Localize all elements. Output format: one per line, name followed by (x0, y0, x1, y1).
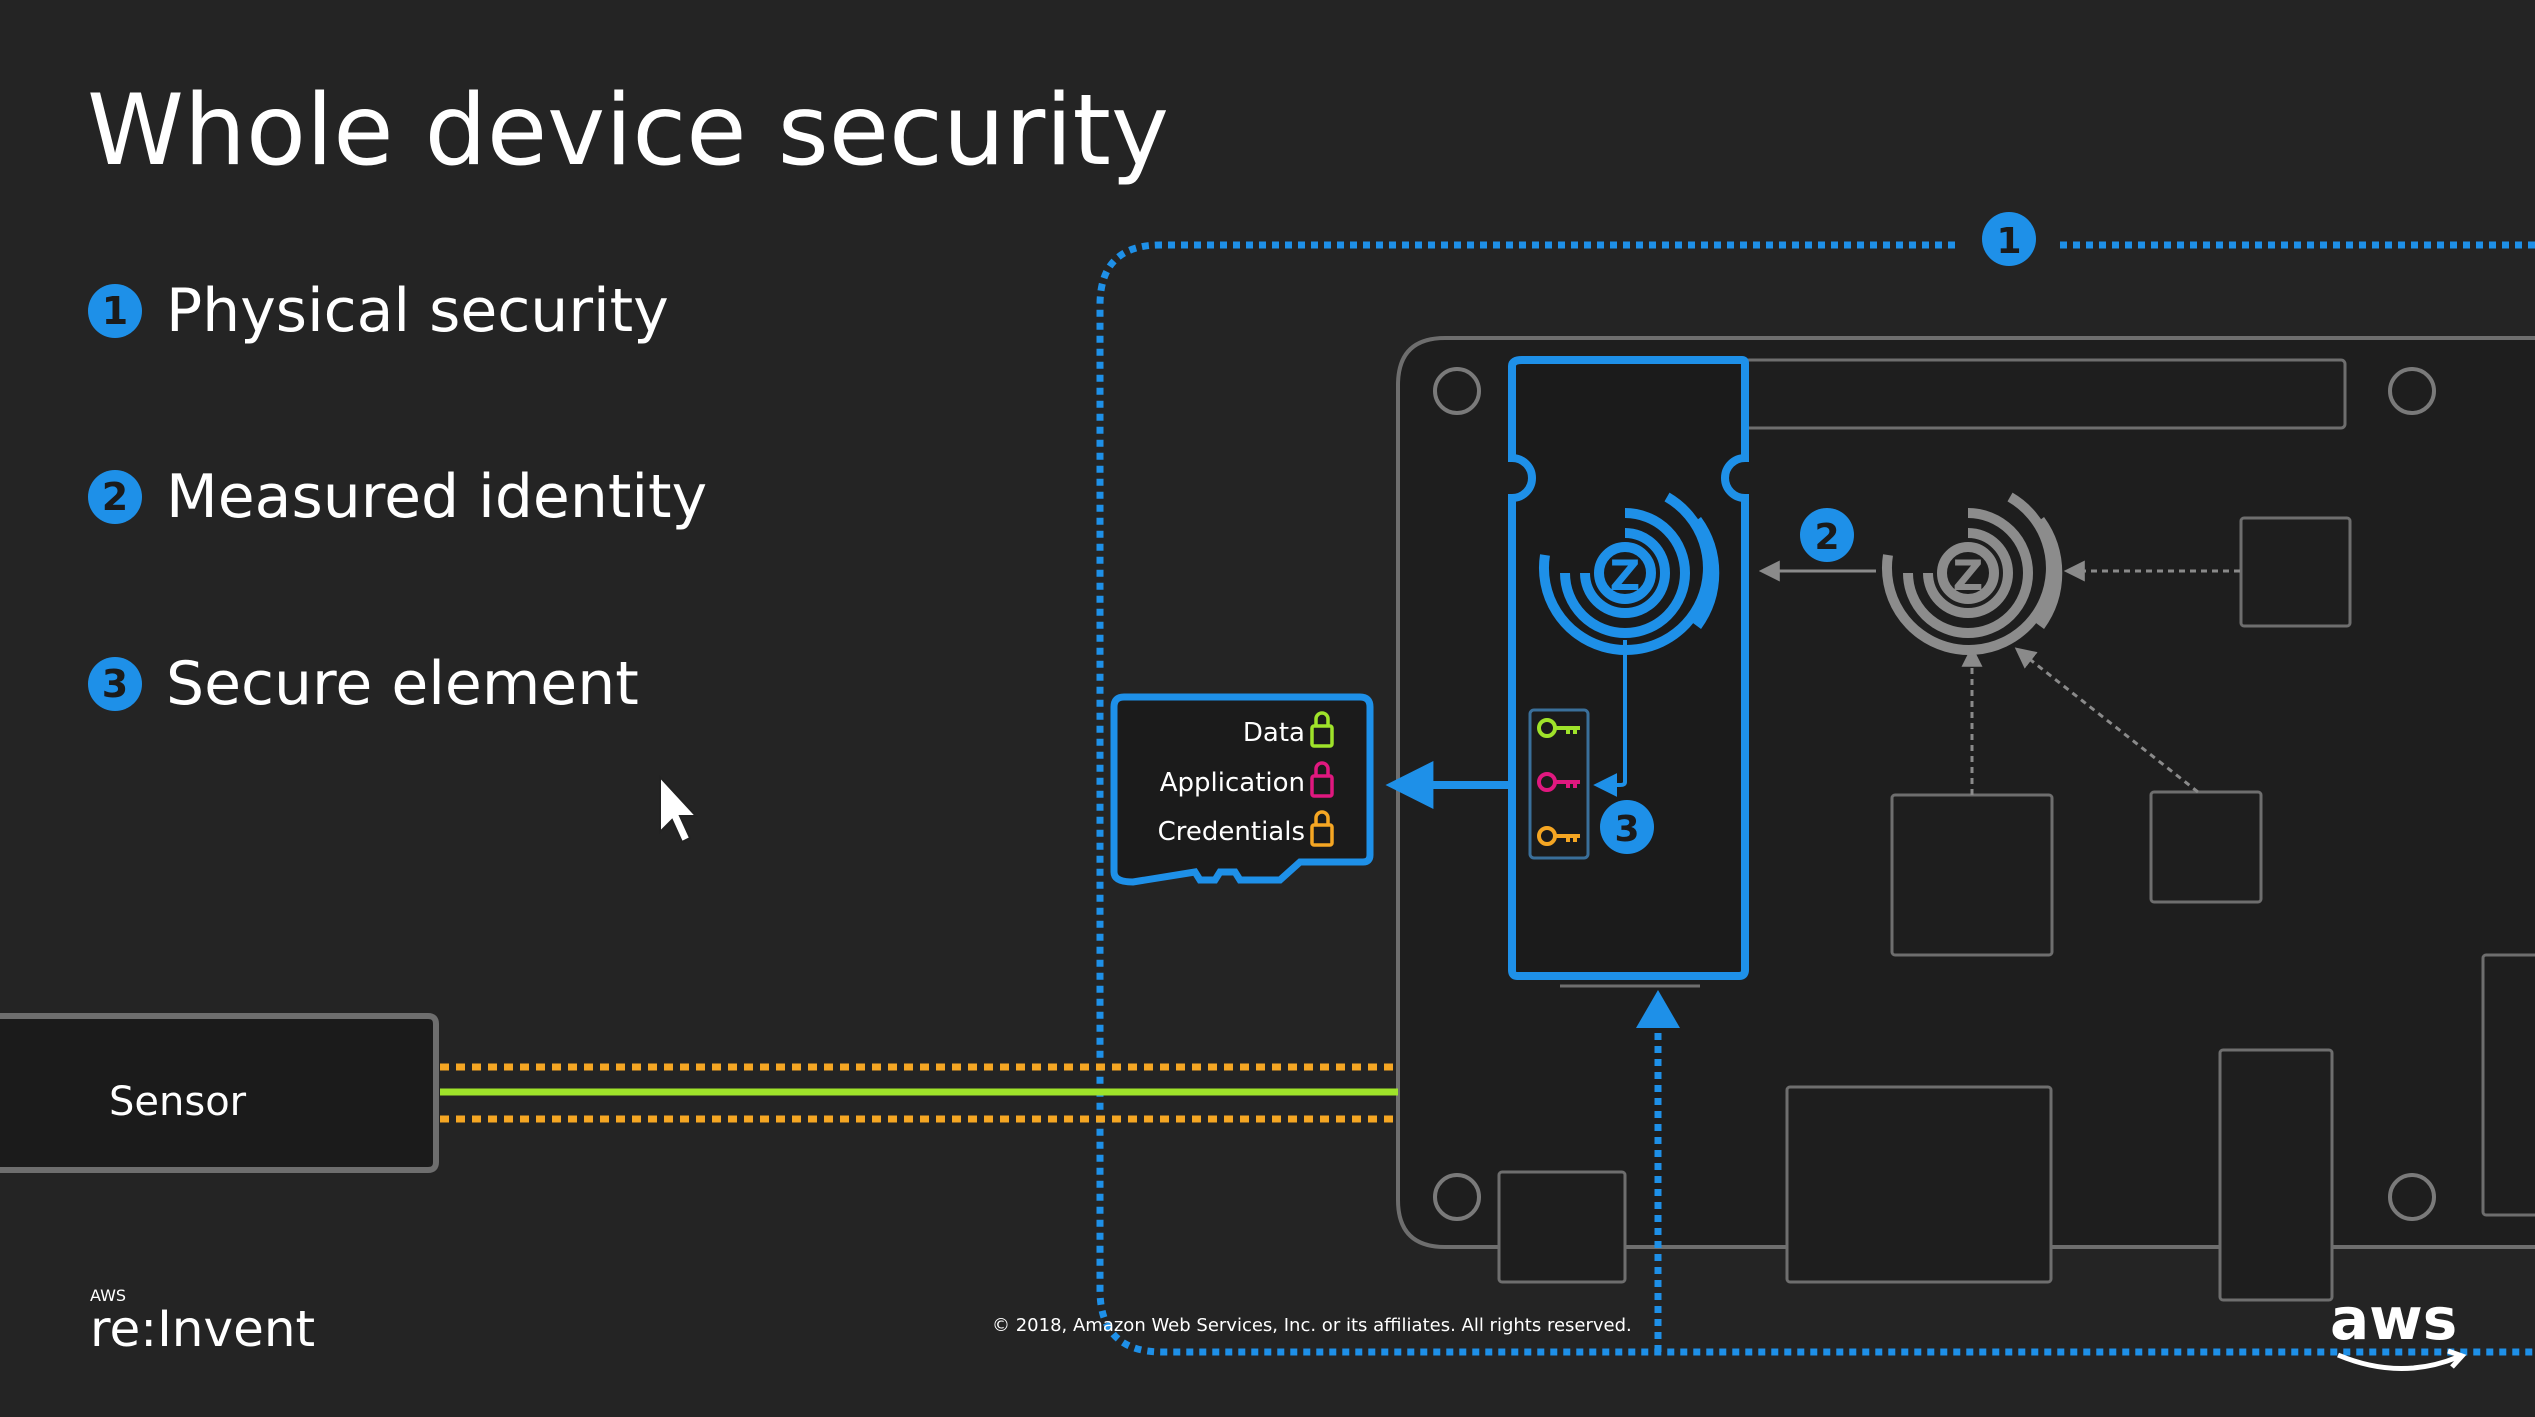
memory-item-application: Application (1160, 768, 1305, 798)
bullet-number: 3 (88, 657, 142, 711)
board-chip (1497, 1170, 1627, 1284)
svg-text:3: 3 (1614, 809, 1639, 850)
credentials-lock-icon (1310, 810, 1334, 847)
slide-title: Whole device security (87, 74, 1169, 188)
credentials-key-icon (1537, 826, 1580, 846)
memory-item-data: Data (1243, 718, 1305, 748)
bullet-label: Measured identity (166, 462, 708, 532)
board-chip (2239, 516, 2352, 628)
mouse-cursor-icon (659, 774, 699, 844)
application-key-icon (1537, 772, 1580, 792)
memory-item-credentials: Credentials (1158, 817, 1305, 847)
bullet-number: 1 (88, 284, 142, 338)
board-chip (1785, 1085, 2053, 1284)
reinvent-logo: AWS re:Invent (90, 1286, 315, 1355)
bullet-label: Secure element (166, 649, 639, 719)
callout-1: 1 (1982, 212, 2036, 266)
board-connector (2218, 1048, 2334, 1302)
sensor-box (0, 1013, 439, 1173)
svg-text:Z: Z (1610, 551, 1640, 600)
aws-logo: aws (2330, 1285, 2467, 1371)
callout-2: 2 (1800, 508, 1854, 562)
board-chip (2149, 790, 2263, 904)
measured-identity-fingerprint-icon: Z (1881, 492, 2063, 655)
reinvent-logo-small: AWS (90, 1286, 127, 1305)
sensor-label: Sensor (109, 1079, 247, 1125)
fingerprint-to-key-link (1593, 640, 1627, 797)
physical-boundary (1096, 241, 2535, 1356)
secure-element-arrowhead (1636, 990, 1680, 1028)
data-key-icon (1537, 718, 1580, 738)
memory-card (1110, 693, 1374, 886)
mounting-hole (1433, 367, 1481, 415)
reinvent-logo-large: re:Invent (90, 1300, 316, 1358)
svg-text:1: 1 (1996, 221, 2021, 262)
key-panel (1528, 708, 1590, 860)
svg-text:Z: Z (1953, 551, 1983, 600)
measure-arrow (2014, 647, 2199, 794)
application-lock-icon (1310, 761, 1334, 798)
bullet-physical-security: 1 Physical security (88, 276, 669, 346)
board-connector (2481, 953, 2535, 1217)
mounting-hole (2388, 367, 2436, 415)
bullet-number: 2 (88, 470, 142, 524)
secure-identity-fingerprint-icon: Z (1538, 492, 1720, 655)
mounting-hole (2388, 1173, 2436, 1221)
bullet-measured-identity: 2 Measured identity (88, 462, 707, 532)
bullet-label: Physical security (166, 276, 669, 346)
copyright-text: © 2018, Amazon Web Services, Inc. or its… (992, 1315, 1632, 1336)
data-lock-icon (1310, 711, 1334, 748)
svg-text:2: 2 (1814, 517, 1839, 558)
mounting-hole (1433, 1173, 1481, 1221)
callout-3: 3 (1600, 800, 1654, 854)
aws-smile-icon (2337, 1348, 2467, 1371)
secure-element-module (1508, 356, 1749, 980)
aws-logo-text: aws (2330, 1285, 2458, 1353)
bullet-secure-element: 3 Secure element (88, 649, 639, 719)
